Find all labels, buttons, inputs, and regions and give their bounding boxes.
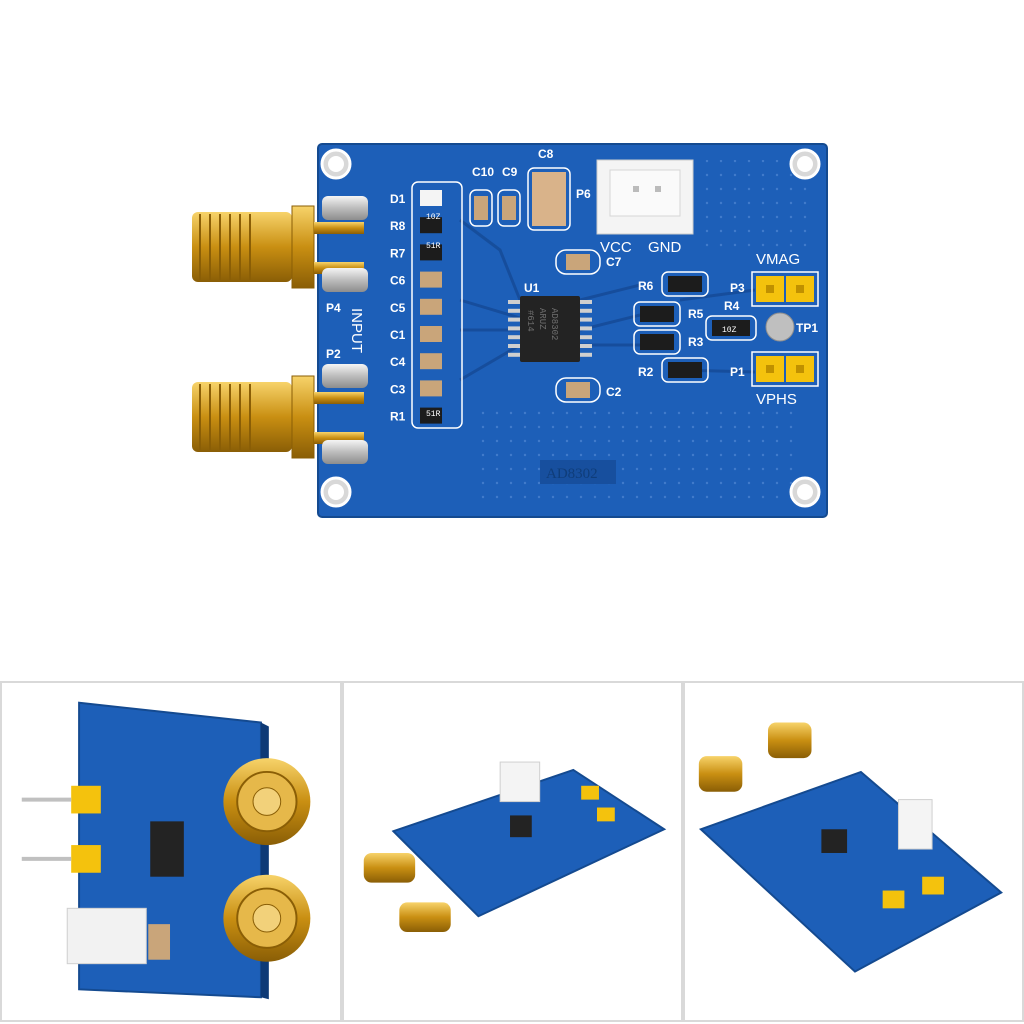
label-c6: C6 xyxy=(390,274,406,288)
board-mark: AD8302 xyxy=(546,466,598,482)
ic-pin xyxy=(580,352,592,357)
label-u1: U1 xyxy=(524,281,540,295)
thumbnail-side-view[interactable] xyxy=(0,681,342,1022)
center-capacitors xyxy=(555,249,601,403)
ic-pin xyxy=(508,326,520,331)
label-r3: R3 xyxy=(688,335,704,349)
label-c7: C7 xyxy=(606,255,622,269)
label-c8: C8 xyxy=(538,147,554,161)
label-c9: C9 xyxy=(502,165,518,179)
ic-pin xyxy=(508,308,520,313)
ic-pin xyxy=(508,300,520,304)
pcb-illustration: AD8302 ARUZ #614 xyxy=(192,143,828,518)
power-header-connector xyxy=(596,159,694,235)
label-vphs: VPHS xyxy=(756,391,797,408)
label-c2: C2 xyxy=(606,385,622,399)
ic-pin xyxy=(508,344,520,348)
label-p3: P3 xyxy=(730,281,745,295)
label-c1: C1 xyxy=(390,328,406,342)
component-c5 xyxy=(420,298,442,315)
component-r1 xyxy=(420,407,442,424)
top-capacitors xyxy=(469,167,571,231)
chip-marking-2: ARUZ xyxy=(537,308,547,330)
thumbnail-angled-back-illustration xyxy=(698,722,1003,973)
ad8302-chip: AD8302 ARUZ #614 xyxy=(508,296,592,362)
r8-code: 10Z xyxy=(426,213,441,222)
vmag-header xyxy=(751,271,819,307)
ic-pin xyxy=(508,317,520,322)
label-c3: C3 xyxy=(390,382,406,396)
ground-pads xyxy=(322,196,368,464)
label-r6: R6 xyxy=(638,279,654,293)
label-p1: P1 xyxy=(730,365,745,379)
sma-connector-bottom xyxy=(192,375,364,459)
left-components xyxy=(411,181,463,429)
label-p4: P4 xyxy=(326,301,341,315)
label-p6: P6 xyxy=(576,187,591,201)
right-resistors xyxy=(633,271,757,383)
label-r8: R8 xyxy=(390,219,406,233)
ic-pin xyxy=(508,335,520,340)
component-c6 xyxy=(420,271,442,288)
label-p2: P2 xyxy=(326,347,341,361)
thumbnail-angled-front[interactable] xyxy=(342,681,683,1022)
ic-pin xyxy=(580,300,592,304)
label-c10: C10 xyxy=(472,165,494,179)
label-c5: C5 xyxy=(390,301,406,315)
component-c3 xyxy=(420,380,442,397)
ic-pin xyxy=(580,344,592,348)
label-gnd: GND xyxy=(648,239,682,256)
label-c4: C4 xyxy=(390,355,406,369)
r7-code: 51R xyxy=(426,242,441,251)
r4-code: 10Z xyxy=(722,326,737,335)
test-point xyxy=(765,312,795,342)
ic-pin xyxy=(580,335,592,340)
component-c4 xyxy=(420,353,442,370)
label-r7: R7 xyxy=(390,246,406,260)
thumbnail-angled-back[interactable] xyxy=(683,681,1024,1022)
ic-pin xyxy=(580,308,592,313)
sma-connector-top xyxy=(192,205,364,289)
component-d1 xyxy=(420,190,442,206)
ic-pin xyxy=(580,317,592,322)
chip-marking-3: #614 xyxy=(525,310,535,332)
label-r5: R5 xyxy=(688,307,704,321)
label-d1: D1 xyxy=(390,192,406,206)
thumbnail-side-illustration xyxy=(21,701,311,1000)
chip-marking-1: AD8302 xyxy=(549,308,559,340)
ic-pin xyxy=(508,352,520,357)
r1-code: 51R xyxy=(426,410,441,419)
ic-pin xyxy=(580,326,592,331)
label-r1: R1 xyxy=(390,410,406,424)
component-c1 xyxy=(420,326,442,342)
mounting-holes xyxy=(320,148,821,508)
vphs-header xyxy=(751,351,819,387)
label-r4: R4 xyxy=(724,299,740,313)
label-vmag: VMAG xyxy=(756,251,800,268)
main-product-photo: AD8302 ARUZ #614 xyxy=(192,143,828,518)
component-r7 xyxy=(420,244,442,261)
label-r2: R2 xyxy=(638,365,654,379)
label-input: INPUT xyxy=(348,308,365,353)
label-tp1: TP1 xyxy=(796,321,818,335)
thumbnail-angled-front-illustration xyxy=(363,761,667,933)
component-r8 xyxy=(420,217,442,234)
label-vcc: VCC xyxy=(600,239,632,256)
